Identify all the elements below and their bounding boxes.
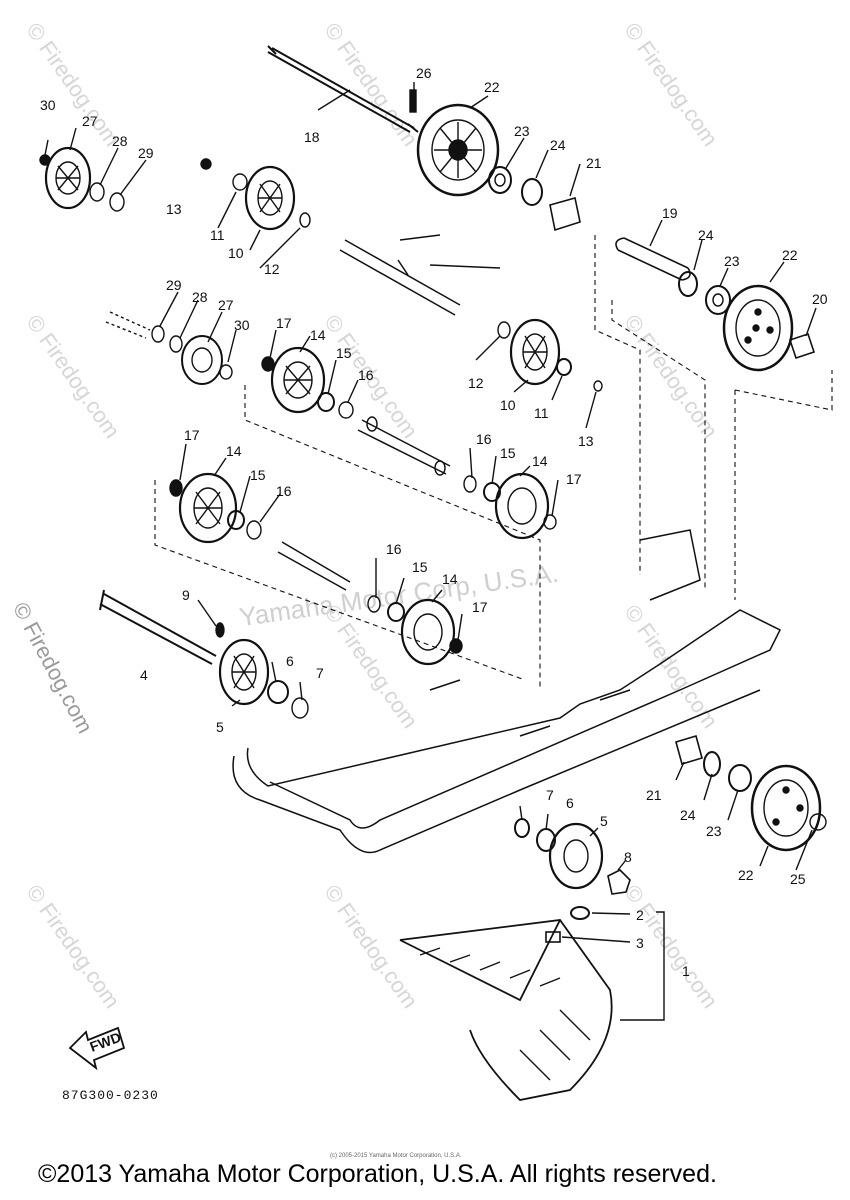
small-copyright: (c) 2005-2015 Yamaha Motor Corporation, …: [330, 1153, 462, 1159]
callout-label: 22: [738, 867, 754, 883]
callout-label: 7: [316, 665, 324, 681]
callout-label: 13: [578, 433, 594, 449]
callout-label: 21: [646, 787, 662, 803]
pin: [409, 89, 417, 113]
slide-rail: [246, 609, 782, 829]
bushing: [788, 332, 816, 360]
callout-label: 28: [192, 289, 208, 305]
wheel: [548, 822, 604, 890]
callout-label: 15: [250, 467, 266, 483]
spacer: [549, 196, 581, 232]
callout-label: 16: [358, 367, 374, 383]
callout-label: 15: [412, 559, 428, 575]
nut: [607, 869, 631, 895]
callout-label: 22: [782, 247, 798, 263]
callout-label: 29: [166, 277, 182, 293]
callout-label: 30: [234, 317, 250, 333]
callout-label: 8: [624, 849, 632, 865]
callout-label: 23: [724, 253, 740, 269]
wheel: [722, 284, 794, 372]
copyright-notice: ©2013 Yamaha Motor Corporation, U.S.A. A…: [38, 1160, 717, 1188]
callout-label: 26: [416, 65, 432, 81]
callout-label: 14: [532, 453, 548, 469]
callout-label: 13: [166, 201, 182, 217]
axle: [615, 237, 691, 281]
callout-label: 12: [468, 375, 484, 391]
callout-label: 11: [210, 227, 225, 243]
callout-label: 2: [636, 907, 644, 923]
spacer: [675, 734, 703, 766]
callout-label: 23: [706, 823, 722, 839]
wheel: [400, 598, 456, 666]
callout-label: 14: [310, 327, 326, 343]
callout-label: 24: [698, 227, 714, 243]
callout-label: 24: [680, 807, 696, 823]
wheel: [270, 346, 326, 414]
wheel: [178, 472, 238, 544]
callout-label: 10: [228, 245, 244, 261]
callout-label: 25: [790, 871, 806, 887]
callout-label: 6: [286, 653, 294, 669]
callout-label: 16: [386, 541, 402, 557]
callout-label: 15: [500, 445, 516, 461]
callout-label: 17: [472, 599, 488, 615]
callout-label: 16: [276, 483, 292, 499]
wheel: [494, 472, 550, 540]
callout-label: 29: [138, 145, 154, 161]
callout-label: 27: [82, 113, 98, 129]
callout-label: 19: [662, 205, 678, 221]
wheel: [181, 335, 223, 385]
callout-label: 5: [216, 719, 224, 735]
axle: [99, 589, 217, 665]
wheel: [509, 318, 561, 386]
callout-label: 14: [442, 571, 458, 587]
wheel: [416, 103, 500, 197]
callout-label: 9: [182, 587, 190, 603]
callout-label: 20: [812, 291, 828, 307]
callout-label: 17: [566, 471, 582, 487]
wheel: [244, 165, 296, 231]
callout-label: 14: [226, 443, 242, 459]
callout-label: 10: [500, 397, 516, 413]
callout-label: 28: [112, 133, 128, 149]
callout-label: 3: [636, 935, 644, 951]
callout-label: 7: [546, 787, 554, 803]
callout-label: 24: [550, 137, 566, 153]
wheel: [750, 764, 822, 852]
fwd-arrow: [68, 1026, 126, 1071]
track: [399, 919, 613, 1101]
axle: [357, 419, 451, 475]
callout-label: 27: [218, 297, 234, 313]
callout-label: 1: [682, 963, 690, 979]
diagram-code: 87G300-0230: [62, 1088, 159, 1103]
callout-label: 21: [586, 155, 602, 171]
callout-label: 5: [600, 813, 608, 829]
callout-label: 30: [40, 97, 56, 113]
callout-label: 4: [140, 667, 148, 683]
callout-label: 17: [184, 427, 200, 443]
wheel: [44, 146, 92, 210]
callout-label: 18: [304, 129, 320, 145]
callout-label: 22: [484, 79, 500, 95]
axle: [277, 541, 351, 591]
callout-label: 12: [264, 261, 280, 277]
shaft: [267, 45, 419, 133]
callout-label: 16: [476, 431, 492, 447]
callout-label: 6: [566, 795, 574, 811]
callout-label: 17: [276, 315, 292, 331]
callout-label: 15: [336, 345, 352, 361]
callout-label: 11: [534, 405, 549, 421]
callout-label: 23: [514, 123, 530, 139]
wheel: [218, 638, 270, 706]
